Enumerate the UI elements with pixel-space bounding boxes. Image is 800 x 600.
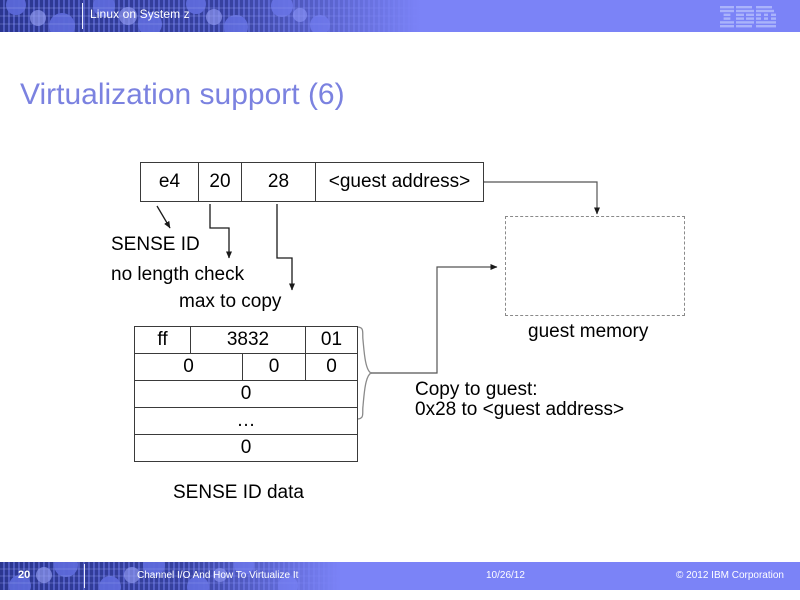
sense-cell-r0c2: 01 — [320, 329, 343, 350]
ccw-cell-guest-address: <guest address> — [328, 171, 471, 192]
header-divider — [82, 3, 83, 29]
table-row: … — [135, 408, 357, 435]
header-underline — [0, 32, 800, 40]
page-title: Virtualization support (6) — [20, 78, 345, 111]
sense-cell-r1c0: 0 — [135, 354, 243, 380]
footer-copyright: © 2012 IBM Corporation — [676, 570, 784, 581]
footer-bottom-margin — [0, 590, 800, 600]
label-sense-id: SENSE ID — [111, 234, 200, 255]
ccw-cell-command: e4 — [141, 163, 199, 201]
sense-cell-r3c0: … — [236, 410, 256, 431]
footer-page-number: 20 — [18, 569, 31, 581]
sense-cell-r0c1: 3832 — [191, 327, 306, 353]
footer-decorative-pattern — [0, 562, 340, 590]
footer-divider — [84, 564, 85, 588]
label-copy-to-guest-line2: 0x28 to <guest address> — [415, 399, 625, 420]
table-row: ff 3832 01 — [135, 327, 357, 354]
guest-memory-box — [505, 216, 685, 316]
sense-cell-r0c0: ff — [135, 327, 191, 353]
footer-date: 10/26/12 — [486, 570, 525, 581]
connector-guest-address — [477, 178, 600, 215]
arrow-no-length-check — [209, 204, 232, 259]
header-decorative-pattern — [0, 0, 420, 32]
header-band: Linux on System z — [0, 0, 800, 32]
label-sense-id-data: SENSE ID data — [173, 482, 304, 503]
table-row: 0 — [135, 381, 357, 408]
table-row: 0 — [135, 435, 357, 462]
sense-cell-r4c0: 0 — [240, 437, 252, 458]
label-guest-memory: guest memory — [528, 321, 649, 342]
label-max-to-copy: max to copy — [179, 291, 282, 312]
connector-copy-to-guest — [371, 264, 498, 374]
label-no-length-check: no length check — [111, 264, 245, 285]
ccw-table: e4 20 28 <guest address> — [140, 162, 484, 202]
ibm-logo — [720, 6, 776, 28]
sense-cell-r2c0: 0 — [240, 383, 252, 404]
table-row: 0 0 0 — [135, 354, 357, 381]
sense-cell-r1c2: 0 — [326, 356, 337, 377]
arrow-sense-id — [156, 205, 171, 229]
brace-sense-data — [356, 326, 373, 420]
footer-band: 20 Channel I/O And How To Virtualize It … — [0, 562, 800, 590]
label-copy-to-guest-line1: Copy to guest: — [415, 379, 538, 400]
ccw-cell-flags: 20 — [199, 163, 242, 201]
sense-cell-r1c1: 0 — [243, 354, 306, 380]
footer-subject: Channel I/O And How To Virtualize It — [137, 570, 299, 581]
header-title: Linux on System z — [90, 7, 190, 21]
ccw-cell-count: 28 — [242, 163, 316, 201]
sense-id-data-table: ff 3832 01 0 0 0 0 … 0 — [134, 326, 358, 462]
arrow-max-to-copy — [276, 204, 295, 291]
